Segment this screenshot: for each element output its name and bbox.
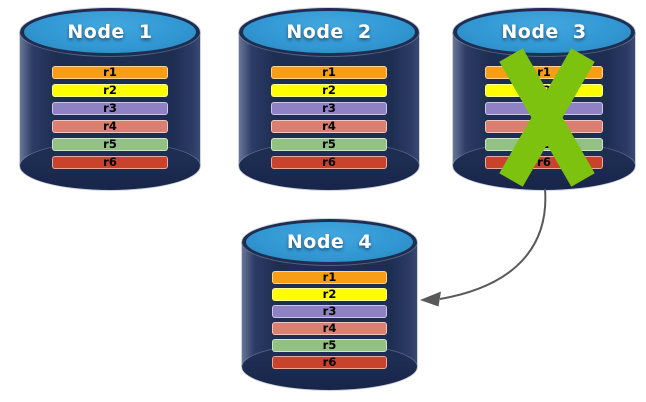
- cylinder-top: Node 4: [246, 222, 413, 262]
- row-r2: r2: [52, 84, 168, 97]
- db-node-2: Node 2 r1 r2 r3 r4 r5 r6: [239, 8, 419, 190]
- db-node-1: Node 1 r1 r2 r3 r4 r5 r6: [20, 8, 200, 190]
- row-list: r1 r2 r3 r4 r5 r6: [271, 66, 387, 169]
- row-r3: r3: [272, 305, 387, 318]
- failure-x-icon: [499, 48, 595, 187]
- row-r1: r1: [52, 66, 168, 79]
- row-r1: r1: [272, 271, 387, 284]
- node-title: Node 1: [67, 21, 153, 43]
- row-r5: r5: [271, 138, 387, 151]
- row-r6: r6: [271, 156, 387, 169]
- row-r3: r3: [52, 102, 168, 115]
- row-r4: r4: [52, 120, 168, 133]
- row-list: r1 r2 r3 r4 r5 r6: [272, 271, 387, 369]
- row-r2: r2: [272, 288, 387, 301]
- row-r5: r5: [272, 339, 387, 352]
- db-node-3: Node 3 r1 r2 r3 r4 r5 r6: [453, 8, 635, 190]
- cylinder-top: Node 1: [24, 11, 196, 53]
- node-title: Node 4: [286, 231, 373, 253]
- row-r6: r6: [272, 356, 387, 369]
- row-r4: r4: [272, 322, 387, 335]
- row-list: r1 r2 r3 r4 r5 r6: [52, 66, 168, 169]
- node-title: Node 2: [286, 21, 372, 43]
- db-node-4: Node 4 r1 r2 r3 r4 r5 r6: [242, 219, 417, 390]
- row-r2: r2: [271, 84, 387, 97]
- row-r4: r4: [271, 120, 387, 133]
- node-title: Node 3: [501, 21, 587, 43]
- cylinder-top: Node 3: [457, 11, 631, 53]
- cylinder-top: Node 2: [243, 11, 415, 53]
- row-r5: r5: [52, 138, 168, 151]
- row-r1: r1: [271, 66, 387, 79]
- row-r6: r6: [52, 156, 168, 169]
- row-r3: r3: [271, 102, 387, 115]
